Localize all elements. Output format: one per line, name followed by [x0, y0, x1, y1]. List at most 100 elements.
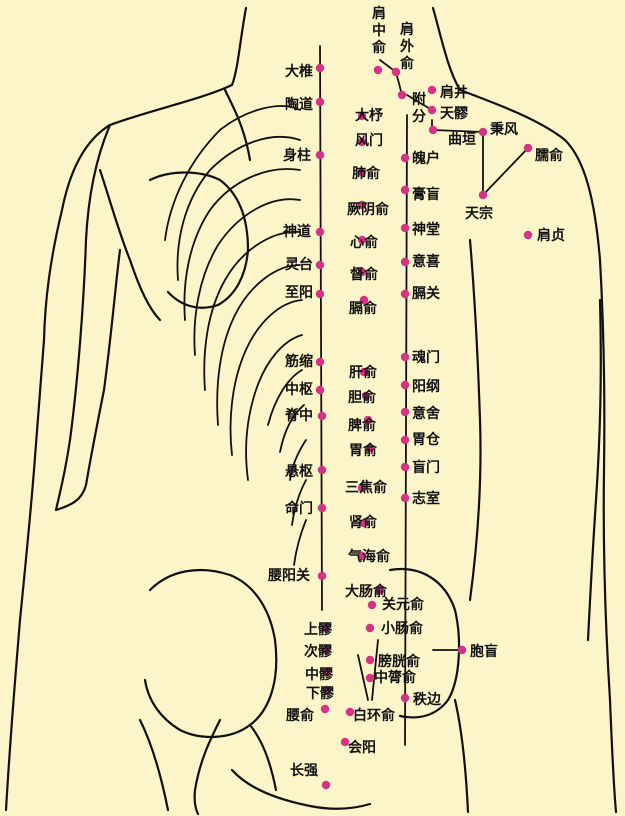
point-dot-jianjing: [427, 85, 437, 95]
point-label-ganshu: 肝俞: [349, 364, 378, 381]
point-label-geshu: 膈俞: [348, 300, 378, 317]
point-label-gaohuang: 膏盲: [412, 186, 440, 203]
point-dot-xialiao: [322, 685, 332, 695]
point-label-tianliao: 天髎: [440, 105, 469, 122]
point-dot-pishu: [363, 415, 373, 425]
point-label-huangmen: 盲门: [412, 459, 440, 476]
point-label-yaoyangguan: 腰阳关: [267, 567, 310, 584]
point-label-ciliao: 次髎: [304, 643, 333, 660]
point-label-feishu: 肺俞: [352, 165, 381, 182]
point-dot-weicang: [400, 435, 410, 445]
point-dot-fengmen: [357, 137, 367, 147]
point-dot-shenshu: [359, 518, 369, 528]
point-dot-weishu: [365, 443, 375, 453]
point-dot-baihuanshu: [345, 707, 355, 717]
point-dot-jueyinshu: [357, 200, 367, 210]
point-label-naoshu: 臑俞: [535, 147, 564, 164]
point-label-baohuang: 胞盲: [469, 643, 498, 660]
point-dot-tianliao: [427, 105, 437, 115]
point-label-taodao: 陶道: [285, 96, 313, 113]
point-label-jianzhongshu: 肩中俞: [371, 5, 387, 56]
point-label-zhishi: 志室: [412, 490, 440, 507]
point-dot-zhongshu: [315, 385, 325, 395]
point-label-changqiang: 长强: [290, 762, 318, 779]
point-dot-dachangshu: [375, 585, 385, 595]
point-dot-shentang: [400, 223, 410, 233]
point-label-huiyang: 会阳: [348, 739, 376, 756]
point-dot-sanjiaoshu: [357, 483, 367, 493]
point-dot-xiaochangshu: [365, 623, 375, 633]
point-label-yaoshu: 腰俞: [285, 707, 315, 724]
point-dot-zhishi: [400, 493, 410, 503]
point-label-mingmen: 命门: [284, 500, 313, 517]
point-dot-naoshu: [523, 143, 533, 153]
point-label-xiaochangshu: 小肠俞: [381, 620, 424, 637]
point-label-shenshu: 肾俞: [349, 514, 378, 531]
point-label-jueyinshu: 厥阴俞: [347, 201, 390, 218]
point-label-xinshu: 心俞: [350, 234, 379, 251]
point-dot-shendao: [315, 227, 325, 237]
point-dot-qihaishu: [357, 551, 367, 561]
point-dot-dazhui: [315, 63, 325, 73]
point-label-bingfeng: 秉风: [490, 121, 518, 138]
point-label-shenzhu: 身柱: [283, 147, 311, 164]
point-label-jianzhen: 肩贞: [537, 227, 565, 244]
point-label-shentang: 神堂: [412, 221, 440, 238]
point-label-sanjiaoshu: 三焦俞: [345, 479, 388, 496]
point-label-xuanshu: 悬枢: [284, 463, 313, 480]
point-dot-shangliao: [321, 623, 331, 633]
point-dot-jinsuo: [315, 357, 325, 367]
point-dot-geguan: [400, 289, 410, 299]
point-label-zhonglvshu: 中膂俞: [374, 669, 417, 686]
point-label-jinsuo: 筋缩: [285, 353, 313, 370]
point-label-zhongliao: 中髎: [305, 666, 334, 683]
point-dot-gaohuang: [400, 185, 410, 195]
point-dot-xinshu: [357, 235, 367, 245]
point-label-dazhu: 大杼: [355, 107, 384, 124]
point-label-jianjing: 肩井: [440, 84, 468, 101]
point-label-pishu: 脾俞: [348, 417, 377, 434]
point-dot-tianzong: [478, 190, 488, 200]
point-dot-yanggang: [400, 380, 410, 390]
acupoint-labels: 肩中俞肩外俞大椎陶道大杼风门肩井天髎附分曲垣秉风臑俞身柱肺俞魄户膏盲天宗厥阴俞神…: [267, 5, 565, 779]
point-label-jizhong: 脊中: [284, 407, 313, 424]
point-dot-yixi: [400, 257, 410, 267]
point-dot-jianwaishu: [391, 67, 401, 77]
point-label-dachangshu: 大肠俞: [345, 583, 388, 600]
point-dot-dazhu: [357, 111, 367, 121]
point-label-jianwaishu: 肩外俞: [399, 21, 415, 72]
point-dot-jizhong: [317, 411, 327, 421]
point-label-baihuanshu: 白环俞: [353, 707, 396, 724]
point-label-tianzong: 天宗: [465, 205, 493, 222]
point-dot-pohu: [400, 153, 410, 163]
point-label-quyuan: 曲垣: [448, 131, 476, 148]
point-dot-zhiyang: [315, 289, 325, 299]
point-label-weishu: 胃俞: [349, 442, 378, 459]
point-dot-ciliao: [321, 645, 331, 655]
point-dot-huiyang: [340, 737, 350, 747]
point-dot-fufen: [397, 90, 407, 100]
point-label-zhongshu: 中枢: [285, 381, 313, 398]
point-dot-baohuang: [457, 645, 467, 655]
point-label-zhiyang: 至阳: [285, 285, 313, 301]
point-label-danshu: 胆俞: [348, 389, 377, 406]
body-outline: [4, 6, 618, 816]
point-dot-shenzhu: [315, 150, 325, 160]
point-dot-pangguangshu: [365, 655, 375, 665]
point-label-yishe: 意舍: [412, 405, 441, 422]
acupoint-dots: [315, 63, 533, 790]
point-dot-zhongliao: [322, 667, 332, 677]
point-dot-jianzhen: [523, 230, 533, 240]
point-dot-yaoyangguan: [317, 571, 327, 581]
point-label-zhibian: 秩边: [413, 691, 442, 708]
point-dot-mingmen: [317, 503, 327, 513]
point-label-yanggang: 阳纲: [412, 378, 440, 395]
point-dot-lingtai: [315, 260, 325, 270]
point-dot-zhibian: [400, 693, 410, 703]
rib-lines: [164, 105, 307, 566]
point-label-weicang: 胃仓: [412, 431, 441, 448]
point-label-pangguangshu: 膀胱俞: [377, 653, 421, 670]
point-dot-ganshu: [359, 367, 369, 377]
